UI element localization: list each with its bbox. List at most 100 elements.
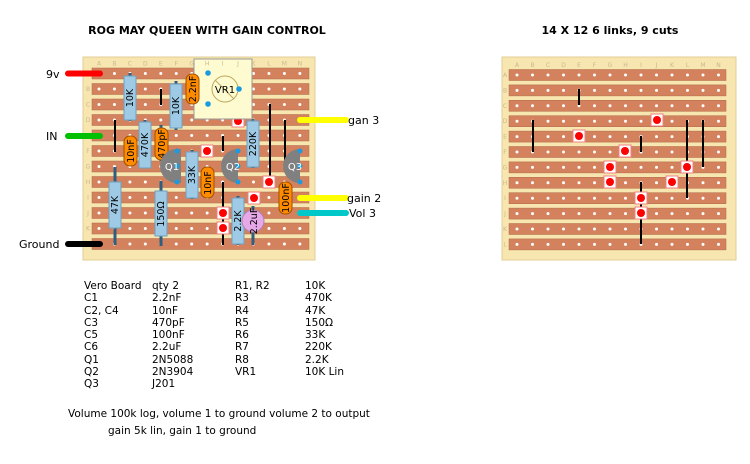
vr1-potentiometer: VR1: [193, 58, 253, 120]
part-name: Vero Board: [84, 280, 142, 292]
column-letter: I: [640, 62, 642, 69]
hole: [577, 212, 581, 216]
hole: [267, 227, 271, 230]
hole: [282, 87, 286, 91]
cut-mark: [668, 178, 676, 186]
hole: [282, 103, 286, 106]
hole: [515, 165, 519, 169]
layout-title: ROG MAY QUEEN WITH GAIN CONTROL: [88, 24, 326, 37]
copper-strip: [508, 161, 727, 174]
hole: [546, 88, 550, 92]
hole: [624, 165, 627, 169]
column-letter: I: [222, 61, 224, 68]
svg-text:220K: 220K: [248, 131, 259, 156]
column-letter: A: [97, 61, 102, 68]
hole: [655, 88, 658, 92]
hole: [205, 134, 209, 137]
hole: [577, 165, 581, 169]
cut-mark: [265, 178, 273, 186]
svg-text:Q2: Q2: [226, 162, 240, 173]
transistors: Q1 Q2 Q3: [160, 148, 303, 185]
part-value: 100nF: [152, 329, 185, 342]
hole: [546, 196, 550, 200]
cut-mark: [575, 132, 583, 140]
hole: [717, 181, 720, 185]
hole: [717, 119, 720, 123]
resistor-r6: 33K: [185, 151, 199, 199]
part-name: R5: [235, 316, 249, 329]
hole: [143, 180, 147, 184]
cut-mark: [219, 224, 227, 232]
hole: [686, 227, 689, 231]
hole: [670, 150, 674, 154]
hole: [624, 119, 627, 123]
resistor-r3: 470K: [138, 121, 152, 169]
hole: [298, 87, 302, 91]
hole: [267, 72, 271, 75]
hole: [531, 227, 534, 231]
column-letter: F: [175, 61, 179, 68]
hole: [593, 196, 596, 200]
hole: [174, 196, 178, 199]
hole: [670, 104, 674, 108]
hole: [593, 165, 596, 169]
hole: [298, 134, 302, 137]
row-letter: H: [86, 179, 91, 186]
hole: [639, 73, 643, 77]
hole: [608, 212, 612, 216]
hole: [639, 104, 643, 108]
hole: [686, 104, 689, 108]
row-letter: H: [503, 180, 508, 187]
svg-text:2.2K: 2.2K: [233, 210, 244, 232]
column-letter: C: [546, 62, 550, 69]
row-letter: I: [87, 195, 89, 202]
svg-text:150Ω: 150Ω: [156, 201, 167, 226]
hole: [639, 165, 643, 169]
hole: [515, 73, 519, 77]
label-ground: Ground: [19, 238, 59, 251]
hole: [593, 150, 596, 154]
column-letter: B: [112, 61, 116, 68]
label-9v: 9v: [46, 68, 60, 81]
hole: [686, 73, 689, 77]
row-letter: D: [503, 118, 508, 125]
hole: [562, 119, 565, 123]
column-letter: M: [700, 62, 705, 69]
hole: [190, 227, 194, 230]
svg-text:47K: 47K: [110, 195, 121, 214]
part-value: 470pF: [152, 316, 185, 329]
part-value: 47K: [305, 304, 326, 317]
hole: [655, 242, 658, 246]
hole: [112, 87, 116, 91]
cut-mark: [250, 194, 258, 202]
part-value: 10K: [305, 280, 326, 292]
hole: [174, 72, 178, 75]
hole: [515, 135, 519, 139]
row-letter: G: [86, 164, 91, 171]
hole: [97, 227, 101, 230]
hole: [624, 73, 627, 77]
hole: [174, 242, 178, 246]
part-value: 220K: [305, 341, 332, 354]
hole: [515, 242, 519, 246]
hole: [562, 181, 565, 185]
part-name: C3: [84, 316, 99, 329]
hole: [562, 165, 565, 169]
svg-text:100nF: 100nF: [281, 183, 292, 213]
label-gain2: gain 2: [347, 192, 381, 205]
hole: [639, 88, 643, 92]
column-letter: A: [515, 62, 520, 69]
hole: [701, 212, 705, 216]
part-name: R3: [235, 292, 249, 305]
hole: [670, 165, 674, 169]
copper-strip: [508, 223, 727, 235]
hole: [252, 87, 255, 91]
board-title: 14 X 12 6 links, 9 cuts: [542, 24, 679, 37]
hole: [298, 72, 302, 75]
svg-text:VR1: VR1: [215, 85, 235, 96]
hole: [577, 196, 581, 200]
copper-strip: [508, 238, 727, 251]
column-letter: H: [623, 62, 628, 69]
row-letter: F: [86, 148, 90, 155]
